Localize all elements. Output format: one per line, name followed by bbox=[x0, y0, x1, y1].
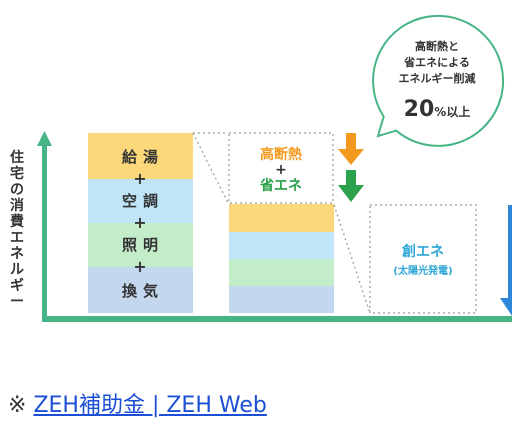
segment-air-conditioning bbox=[88, 179, 193, 223]
bubble-line3: エネルギー削減 bbox=[399, 71, 476, 85]
creation-box bbox=[369, 204, 477, 314]
reduction-text: 高断熱 + 省エネ bbox=[259, 146, 302, 194]
reduced-stack bbox=[229, 204, 334, 313]
y-axis-arrowhead bbox=[37, 131, 52, 146]
axis-label-char: ー bbox=[10, 294, 24, 310]
reduction-connector bbox=[192, 132, 229, 204]
source-note: ※ ZEH補助金 | ZEH Web bbox=[8, 392, 267, 420]
plus-sign: + bbox=[133, 169, 146, 188]
label-hot-water: 給湯 bbox=[122, 148, 164, 166]
reduction-box bbox=[228, 132, 334, 204]
reduced-segment bbox=[229, 204, 334, 232]
creation-text: 創エネ (太陽光発電) bbox=[393, 243, 452, 277]
bubble-unit: %以上 bbox=[434, 104, 470, 119]
arrow-down-blue-icon bbox=[500, 205, 512, 316]
x-axis-line bbox=[42, 316, 512, 322]
y-axis-line bbox=[42, 146, 47, 322]
bubble-value: 20 bbox=[404, 97, 435, 122]
reduction-bubble: 高断熱と 省エネによる エネルギー削減 20%以上 bbox=[372, 14, 505, 147]
energy-stack: 給湯 空調 照明 換気 + + + bbox=[88, 133, 193, 313]
reduction-line2: 省エネ bbox=[259, 177, 302, 194]
axis-label-char: 宅 bbox=[10, 165, 24, 182]
bubble-line2: 省エネによる bbox=[403, 55, 470, 69]
segment-ventilation bbox=[88, 267, 193, 313]
plus-sign: + bbox=[133, 213, 146, 232]
bubble-line1: 高断熱と bbox=[415, 39, 459, 53]
segment-hot-water bbox=[88, 133, 193, 179]
axis-label-char: エ bbox=[10, 230, 24, 246]
creation-subtitle: (太陽光発電) bbox=[393, 264, 452, 277]
reduced-segment bbox=[229, 232, 334, 259]
creation-title: 創エネ bbox=[401, 243, 444, 260]
reduced-segment bbox=[229, 286, 334, 313]
bubble-outline bbox=[372, 14, 505, 147]
zeh-energy-diagram: 住 宅 の 消 費 エ ネ ル ギ ー 給湯 空調 照明 換気 + + + bbox=[10, 14, 512, 322]
reduction-line1: 高断熱 bbox=[260, 146, 302, 163]
reduction-arrows bbox=[338, 133, 364, 202]
bubble-value-line: 20%以上 bbox=[404, 97, 471, 122]
arrow-down-orange-icon bbox=[338, 133, 364, 165]
plus-sign: + bbox=[133, 257, 146, 276]
axis-label: 住 宅 の 消 費 エ ネ ル ギ ー bbox=[10, 149, 24, 310]
axis-label-char: 消 bbox=[10, 197, 24, 214]
reduction-plus: + bbox=[275, 162, 287, 178]
label-air-conditioning: 空調 bbox=[122, 192, 164, 210]
axis-label-char: ル bbox=[10, 262, 24, 278]
axis-label-char: ネ bbox=[10, 246, 24, 262]
axis-label-char: の bbox=[10, 182, 24, 198]
creation-connector bbox=[333, 204, 371, 314]
axes bbox=[37, 131, 512, 322]
reduced-segment bbox=[229, 259, 334, 286]
label-ventilation: 換気 bbox=[122, 282, 164, 300]
arrow-down-green-icon bbox=[338, 170, 364, 202]
axis-label-char: 住 bbox=[10, 149, 24, 166]
segment-lighting bbox=[88, 223, 193, 267]
axis-label-char: 費 bbox=[10, 213, 24, 230]
axis-label-char: ギ bbox=[10, 277, 24, 294]
label-lighting: 照明 bbox=[122, 236, 164, 254]
source-prefix: ※ bbox=[8, 393, 34, 418]
zeh-web-link[interactable]: ZEH補助金 | ZEH Web bbox=[33, 393, 267, 418]
